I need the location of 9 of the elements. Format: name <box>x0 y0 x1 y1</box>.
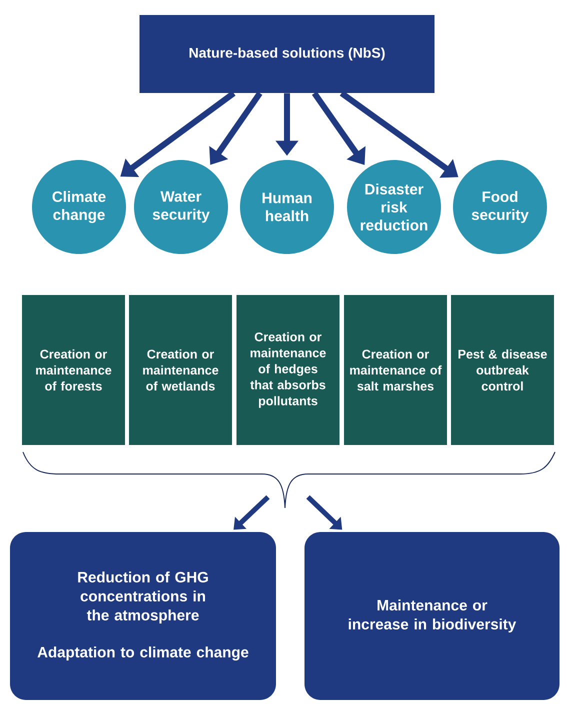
arrow <box>234 495 270 530</box>
solution-box: Creation or maintenance of hedges that absorbs pollutants <box>236 295 340 445</box>
solution-box: Creation or maintenance of forests <box>22 295 125 445</box>
solution-box: Pest & disease outbreak control <box>451 295 554 445</box>
title-box: Nature-based solutions (NbS) <box>140 15 434 93</box>
outcome-box: Reduction of GHG concentrations in the atmosphere Adaptation to climate change <box>10 532 276 700</box>
solution-box: Creation or maintenance of wetlands <box>129 295 232 445</box>
outcome-box: Maintenance or increase in biodiversity <box>304 532 560 700</box>
solution-box: Creation or maintenance of salt marshes <box>344 295 447 445</box>
